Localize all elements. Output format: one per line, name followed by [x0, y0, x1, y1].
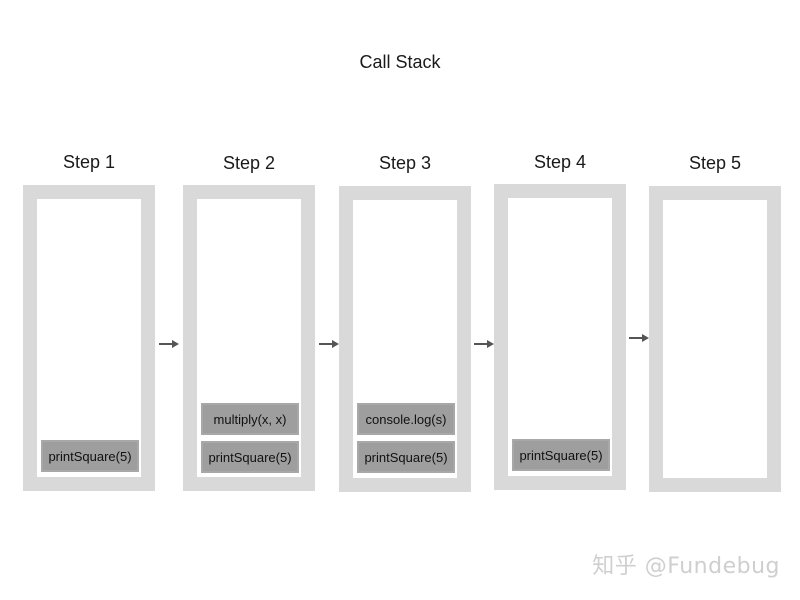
- step-1-label: Step 1: [62, 152, 116, 172]
- step-3-frame-top: console.log(s): [357, 403, 455, 435]
- step-2-label: Step 2: [222, 153, 276, 173]
- arrow-step-3-to-4: [474, 339, 494, 349]
- arrow-step-2-to-3: [319, 339, 339, 349]
- step-2-frame-top: multiply(x, x): [201, 403, 299, 435]
- step-5-label: Step 5: [688, 153, 742, 173]
- arrow-step-1-to-2: [159, 339, 179, 349]
- step-3-frame-bottom: printSquare(5): [357, 441, 455, 473]
- step-4-frame-1: printSquare(5): [512, 439, 610, 471]
- step-1-frame-1: printSquare(5): [41, 440, 139, 472]
- step-2-stack: [183, 185, 315, 491]
- step-3-label: Step 3: [378, 153, 432, 173]
- step-2-frame-bottom: printSquare(5): [201, 441, 299, 473]
- watermark: 知乎 @Fundebug: [592, 554, 780, 579]
- step-5-stack: [649, 186, 781, 492]
- step-4-label: Step 4: [533, 152, 587, 172]
- arrow-step-4-to-5: [629, 333, 649, 343]
- diagram-title: Call Stack: [359, 52, 441, 72]
